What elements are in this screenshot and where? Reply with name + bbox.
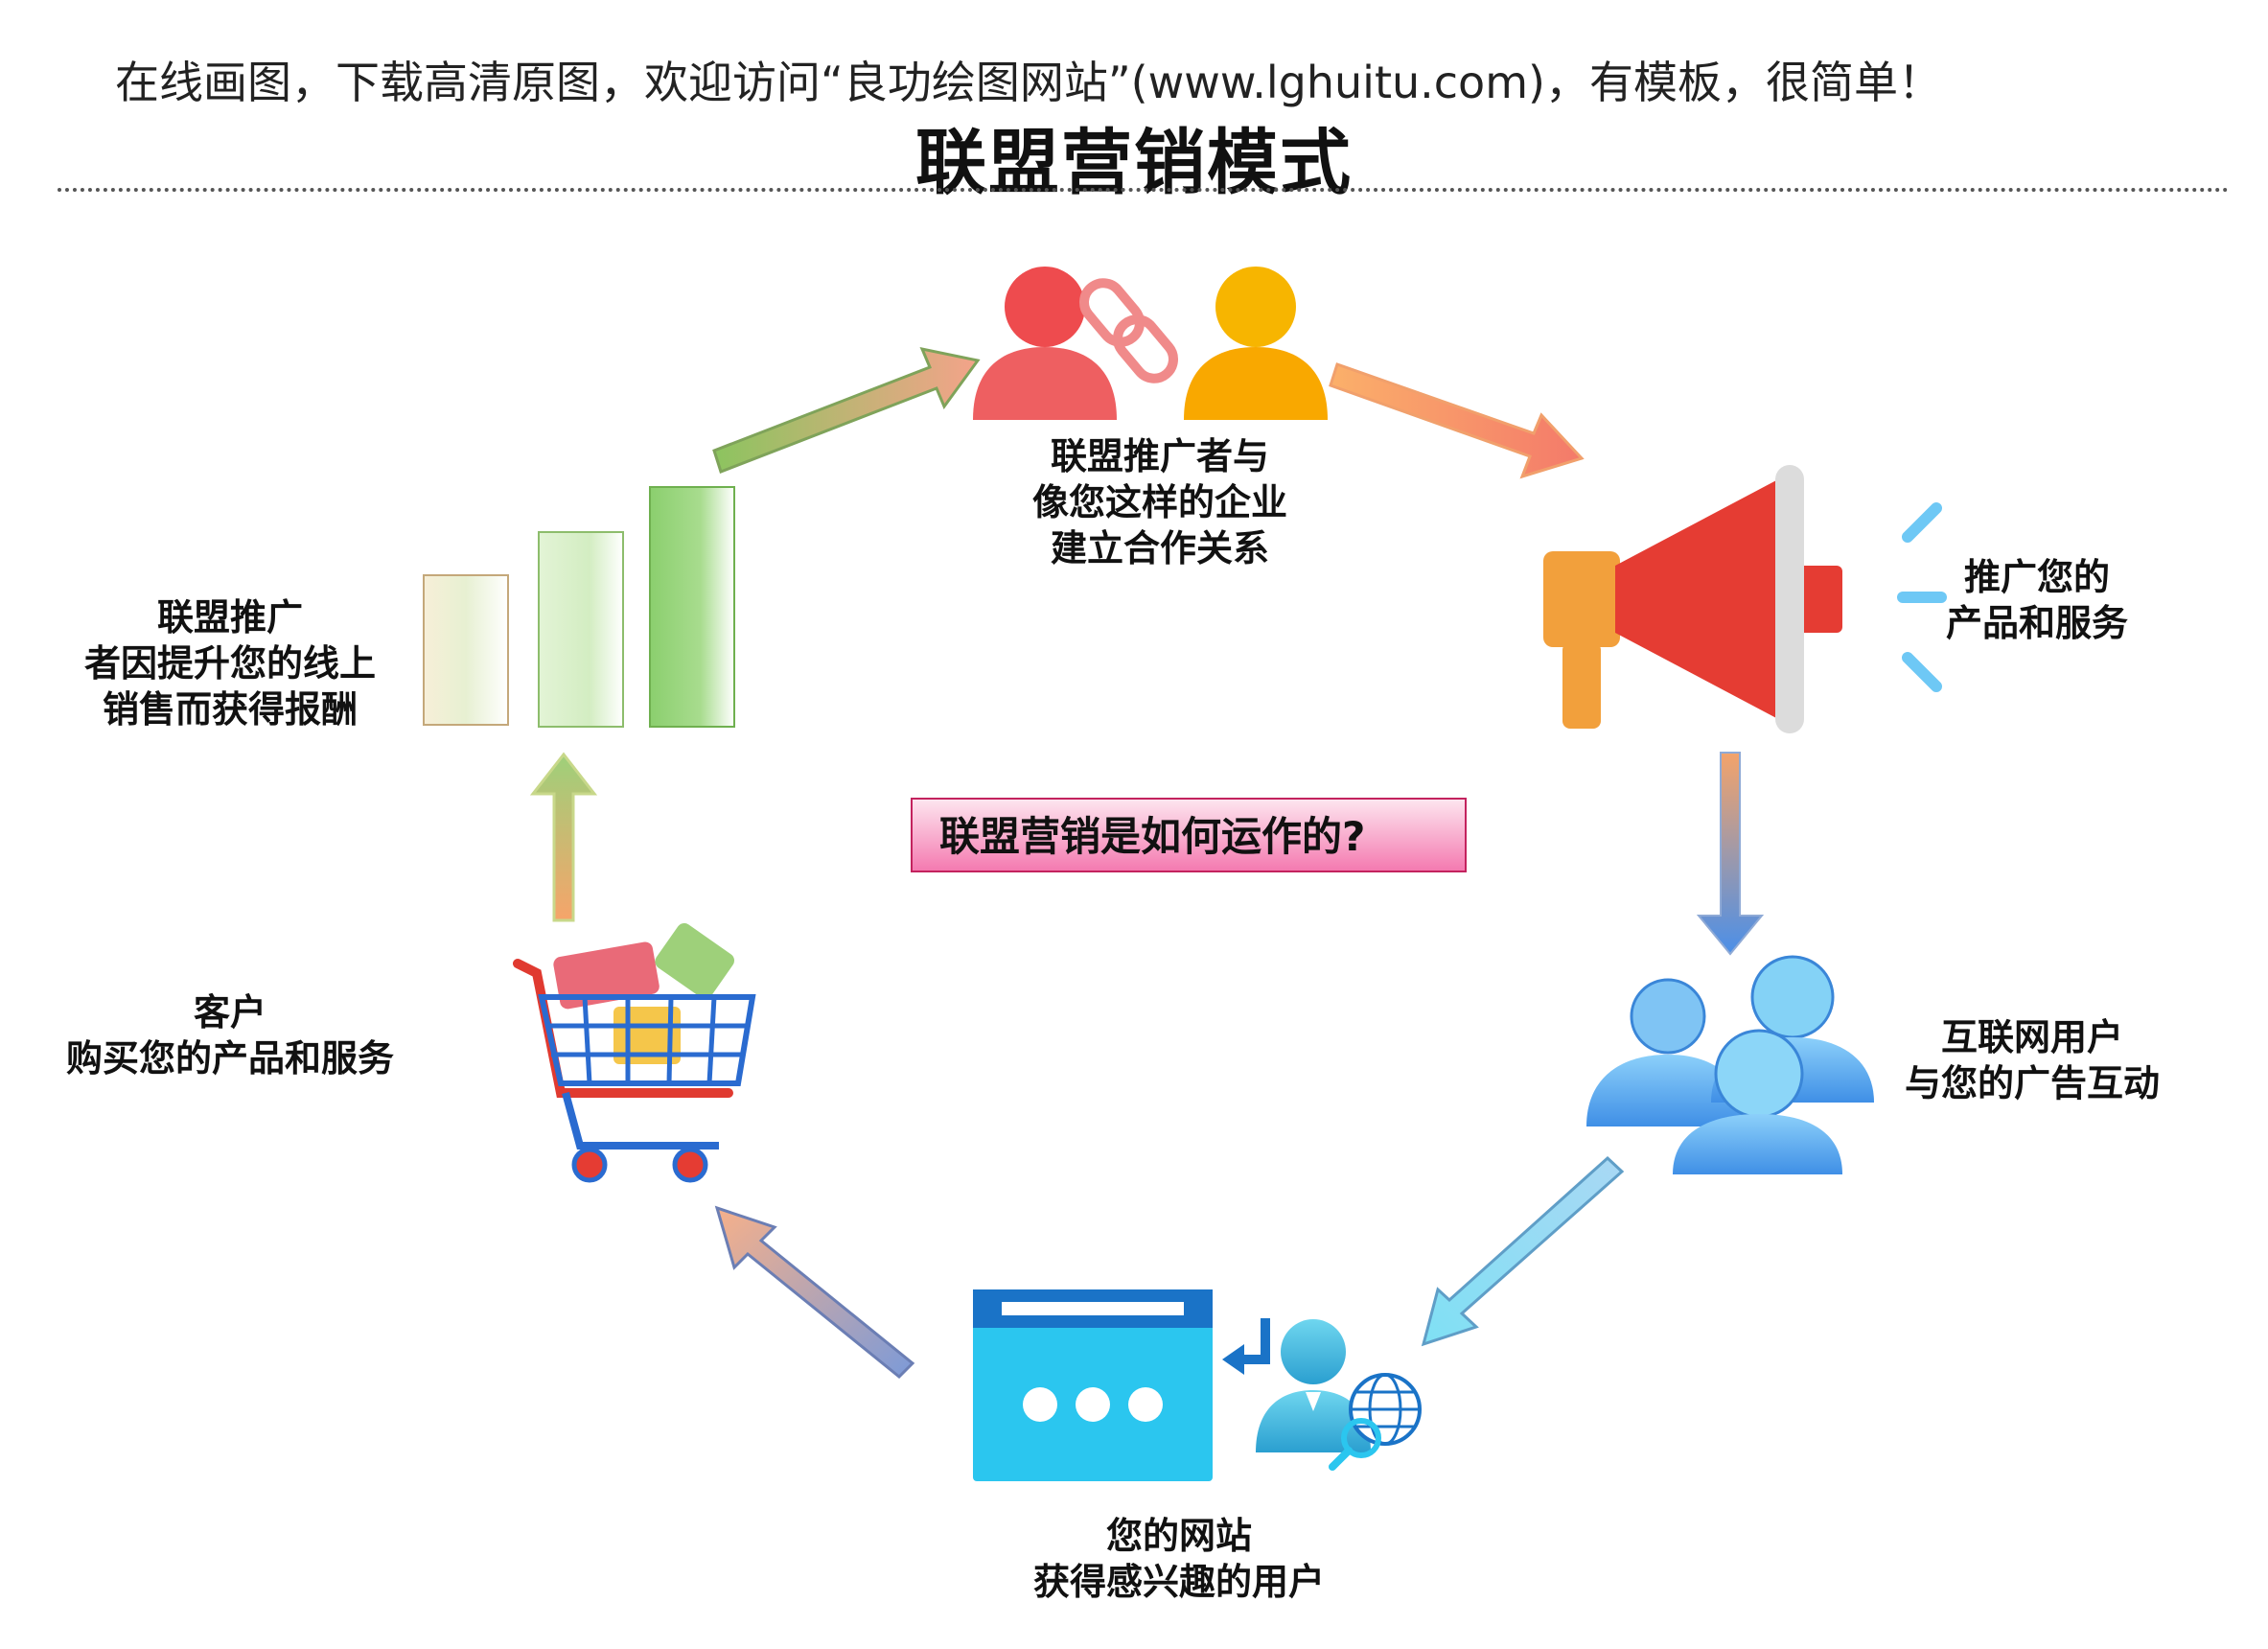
customer-label: 客户 购买您的产品和服务 — [48, 989, 412, 1081]
arrow-to-users — [1696, 752, 1765, 956]
customer-label-line-1: 客户 — [193, 991, 266, 1034]
reward-label-line-1: 联盟推广 — [156, 596, 303, 639]
website-label-line-1: 您的网站 — [1105, 1515, 1252, 1557]
dotted-divider — [58, 188, 2230, 192]
banner-text: 在线画图，下载高清原图，欢迎访问“良功绘图网站”(www.lghuitu.com… — [115, 57, 1942, 108]
partners-label: 联盟推广者与 像您这样的企业 建立合作关系 — [997, 433, 1323, 571]
arrow-to-partners — [712, 346, 981, 474]
website-label-line-2: 获得感兴趣的用户 — [1032, 1561, 1325, 1603]
shopping-cart-icon — [513, 922, 756, 1183]
partners-label-line-1: 联盟推广者与 — [1050, 435, 1269, 477]
reward-label: 联盟推广 者因提升您的线上 销售而获得报酬 — [67, 594, 393, 732]
users-label-line-2: 与您的广告互动 — [1904, 1062, 2160, 1104]
arrow-to-reward — [529, 752, 598, 922]
growth-bars-icon — [423, 486, 735, 728]
partners-label-line-3: 建立合作关系 — [1050, 527, 1269, 569]
website-label: 您的网站 获得感兴趣的用户 — [1007, 1513, 1352, 1605]
users-label: 互联网用户 与您的广告互动 — [1874, 1014, 2190, 1106]
promote-label-line-1: 推广您的 — [1963, 556, 2110, 598]
arrow-to-customer — [714, 1205, 915, 1380]
partners-icon — [973, 267, 1328, 420]
reward-label-line-3: 销售而获得报酬 — [102, 688, 358, 731]
chain-link-icon — [1079, 278, 1178, 383]
promote-label: 推广您的 产品和服务 — [1917, 554, 2157, 646]
user-search-icon — [1222, 1318, 1422, 1471]
website-browser-icon — [973, 1289, 1213, 1481]
center-question: 联盟营销是如何运作的? — [911, 798, 1467, 872]
reward-label-line-2: 者因提升您的线上 — [83, 642, 376, 685]
promote-label-line-2: 产品和服务 — [1945, 602, 2128, 644]
internet-users-icon — [1586, 955, 1874, 1174]
megaphone-icon — [1543, 465, 1947, 733]
customer-label-line-2: 购买您的产品和服务 — [65, 1037, 394, 1080]
users-label-line-1: 互联网用户 — [1940, 1016, 2123, 1058]
arrow-to-website — [1421, 1155, 1625, 1347]
arrow-to-megaphone — [1329, 362, 1585, 479]
partners-label-line-2: 像您这样的企业 — [1031, 481, 1287, 523]
